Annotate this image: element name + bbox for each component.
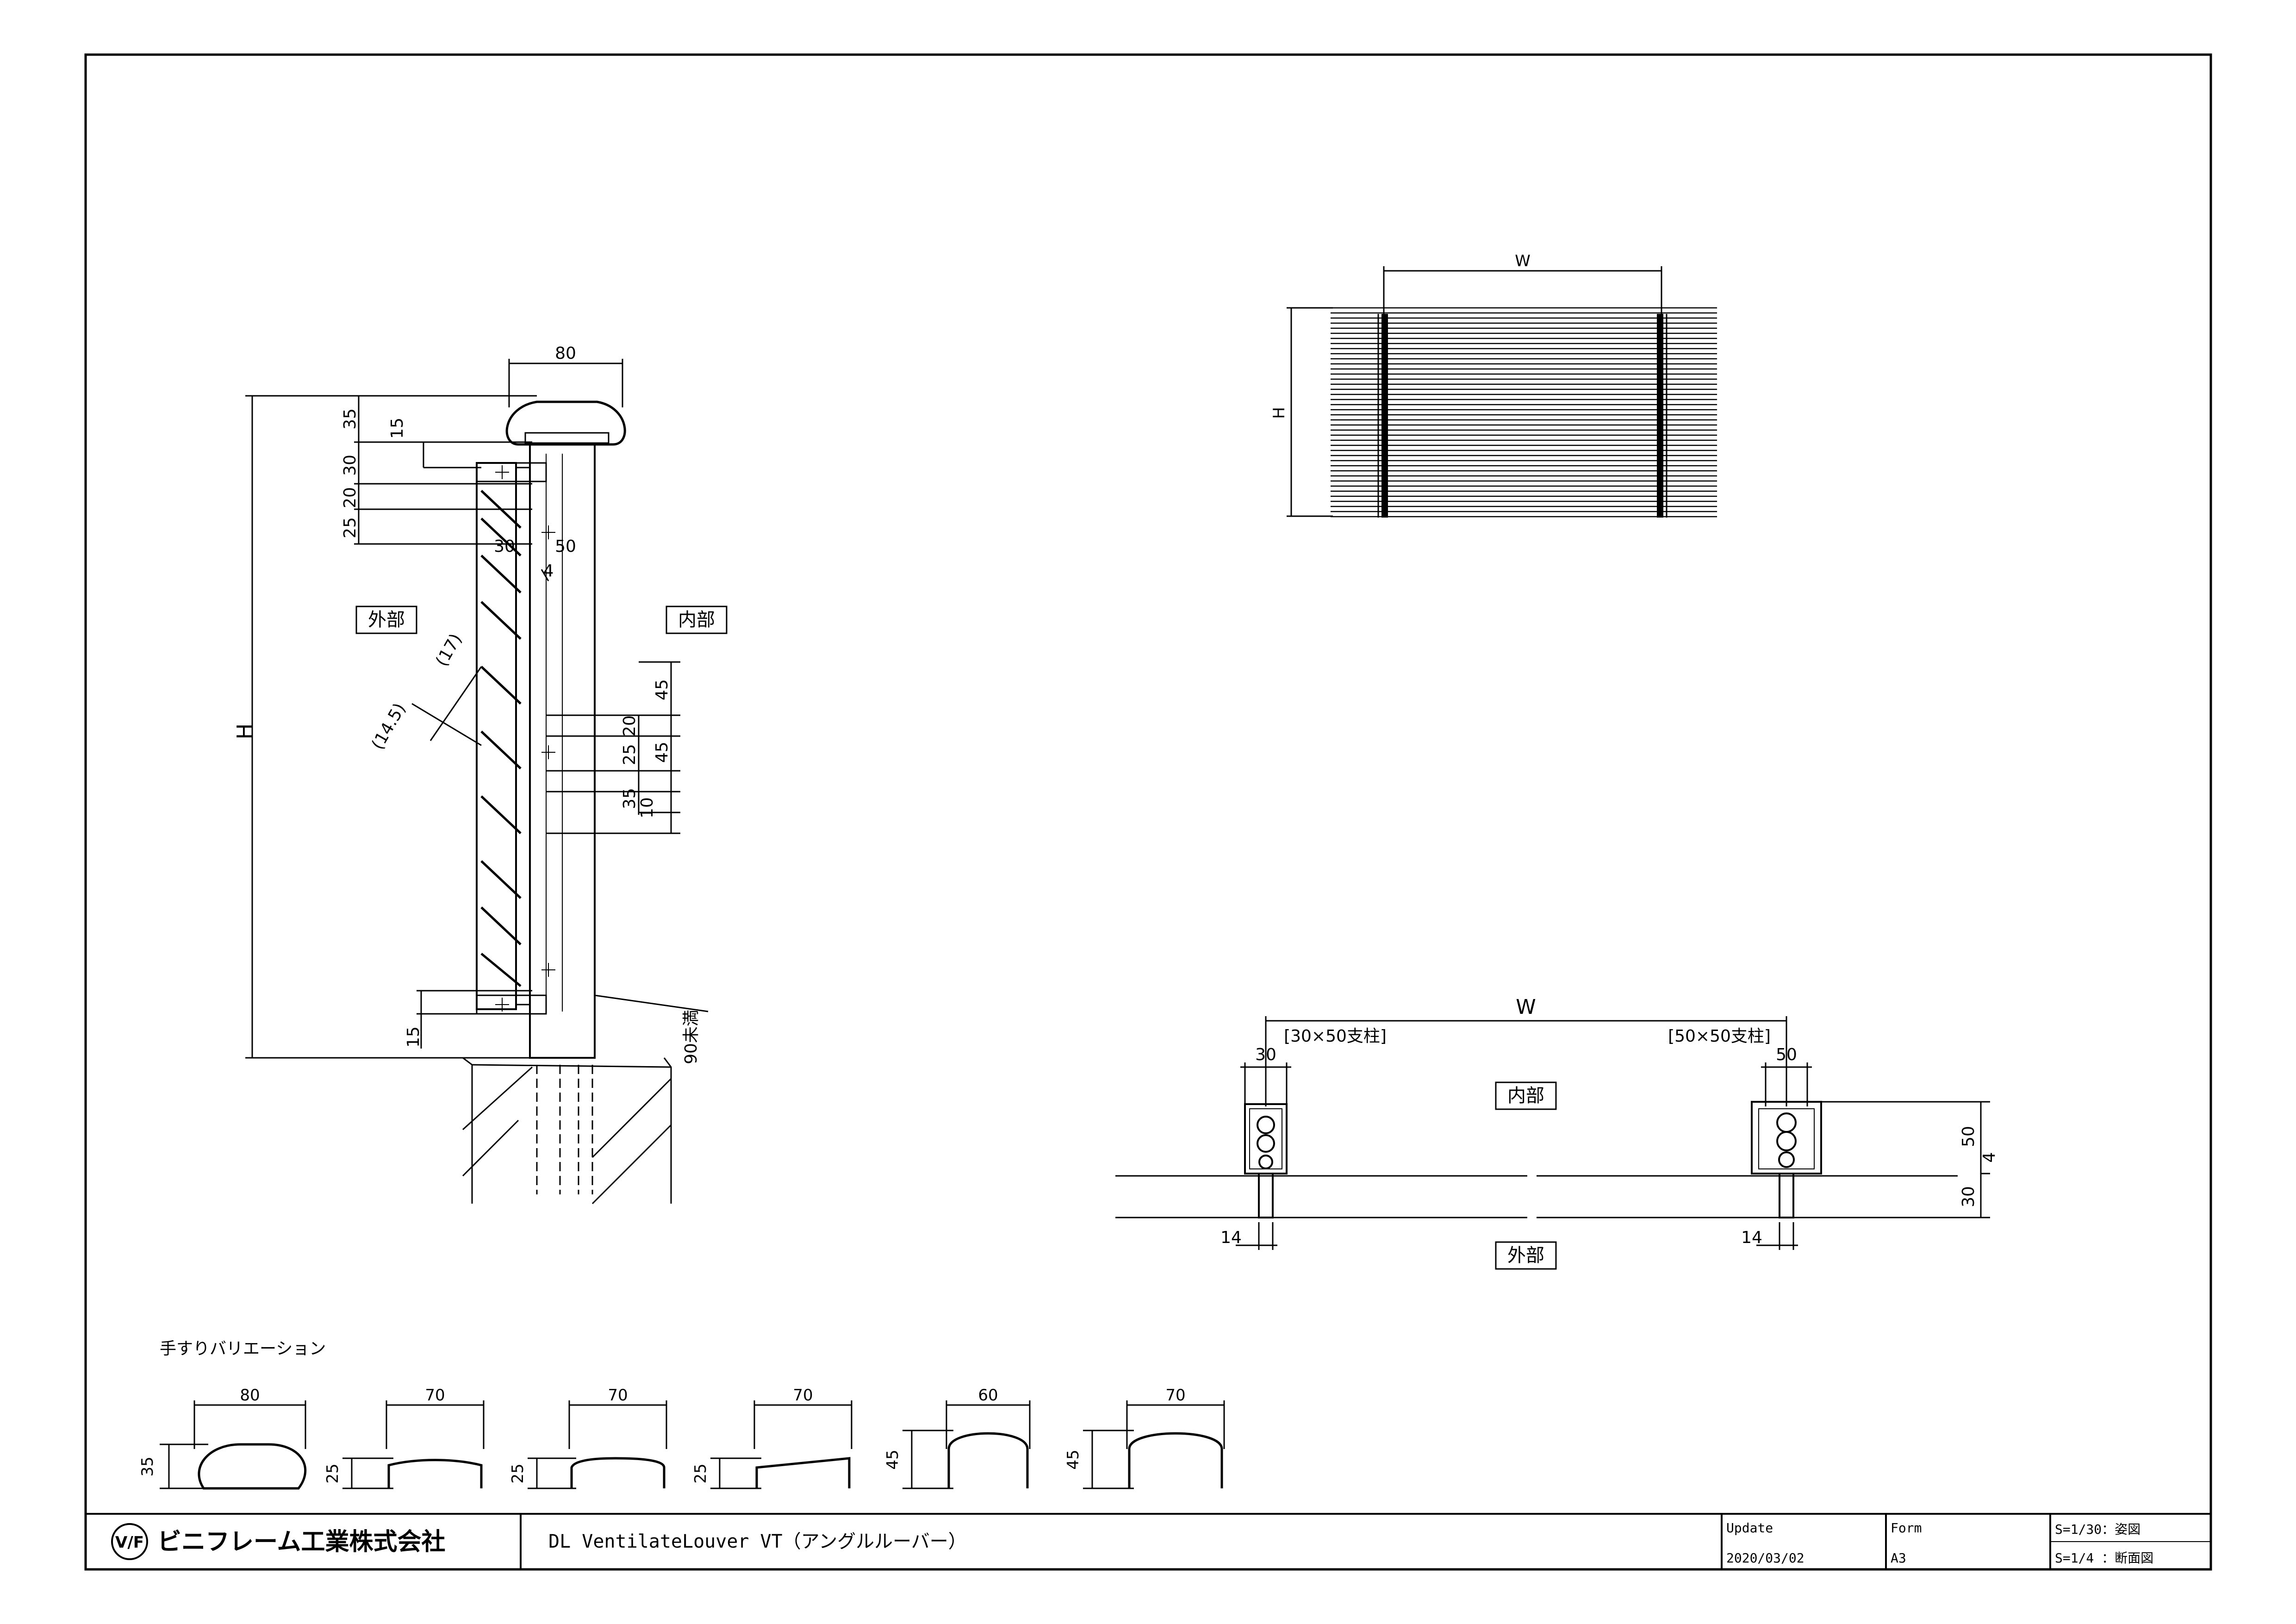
plan-right-post-w: 50 [1776, 1045, 1797, 1064]
handrail-3-w: 70 [608, 1386, 628, 1405]
handrail-6-h: 45 [1064, 1449, 1083, 1469]
handrail-5-w: 60 [978, 1386, 998, 1405]
dim-4: 4 [543, 562, 554, 581]
front-height-label: H [1270, 407, 1288, 419]
form-value: A3 [1891, 1550, 1906, 1566]
dim-top-width: 80 [555, 344, 576, 363]
handrail-2-w: 70 [425, 1386, 445, 1405]
dim-height: H [232, 724, 257, 740]
dim-r20: 20 [620, 715, 639, 737]
label-inside-box: 内部 [666, 606, 728, 634]
form-label: Form [1891, 1520, 1922, 1536]
plan-outside-box: 外部 [1495, 1241, 1557, 1270]
dim-20: 20 [341, 487, 360, 508]
update-value: 2020/03/02 [1726, 1550, 1804, 1566]
dim-under-90: 90未満 [682, 1010, 701, 1064]
plan-right-foot: 14 [1741, 1228, 1762, 1247]
handrail-4-w: 70 [793, 1386, 813, 1405]
label-outside: 外部 [368, 609, 405, 631]
handrail-4-h: 25 [691, 1463, 710, 1483]
plan-right-post-label: [50×50支柱] [1668, 1027, 1771, 1046]
scale-2: S=1/4 ：断面図 [2055, 1550, 2153, 1566]
dim-r25: 25 [620, 744, 639, 765]
handrail-variations [160, 1400, 1225, 1490]
title-block [86, 1513, 2211, 1569]
plan-view [1115, 1016, 1990, 1250]
drawing-title: DL VentilateLouver VT（アングルルーバー） [548, 1531, 967, 1552]
plan-outside: 外部 [1507, 1245, 1544, 1266]
dim-25: 25 [341, 517, 360, 538]
company-name: ビニフレーム工業株式会社 [157, 1528, 445, 1556]
plan-right-h: 50 [1959, 1126, 1978, 1147]
logo-mark: V/F [115, 1533, 144, 1552]
plan-left-post-label: [30×50支柱] [1284, 1027, 1387, 1046]
dim-30: 30 [341, 455, 360, 476]
sheet-border [84, 53, 2212, 1571]
plan-right-depth: 30 [1959, 1186, 1978, 1207]
scale-1: S=1/30：姿図 [2055, 1522, 2140, 1537]
front-view [1287, 266, 1717, 518]
plan-right-gap: 4 [1980, 1152, 1999, 1163]
plan-inside: 内部 [1507, 1085, 1544, 1106]
handrail-title: 手すりバリエーション [160, 1339, 326, 1358]
handrail-6-w: 70 [1165, 1386, 1185, 1405]
plan-left-foot: 14 [1220, 1228, 1242, 1247]
dim-r10: 10 [638, 797, 657, 818]
plan-left-post-w: 30 [1255, 1045, 1276, 1064]
plan-width-label: W [1516, 995, 1536, 1019]
label-outside-box: 外部 [355, 606, 417, 634]
dim-r45b: 45 [653, 742, 672, 763]
side-view [245, 359, 709, 1205]
plan-inside-box: 内部 [1495, 1081, 1557, 1110]
dim-35: 35 [341, 408, 360, 430]
dim-15-bottom: 15 [404, 1026, 423, 1048]
handrail-5-h: 45 [884, 1449, 902, 1469]
handrail-2-h: 25 [324, 1463, 342, 1483]
update-label: Update [1726, 1520, 1773, 1536]
dim-15-top: 15 [388, 418, 407, 439]
dim-r45a: 45 [653, 679, 672, 700]
louver-lines [1331, 307, 1717, 518]
dim-50: 50 [555, 537, 576, 556]
front-width-label: W [1515, 252, 1531, 270]
handrail-3-h: 25 [509, 1463, 527, 1483]
handrail-1-w: 80 [240, 1386, 260, 1405]
handrail-1-h: 35 [138, 1456, 157, 1476]
dim-30b: 30 [494, 537, 515, 556]
dim-r35: 35 [620, 788, 639, 809]
label-inside: 内部 [678, 609, 715, 631]
